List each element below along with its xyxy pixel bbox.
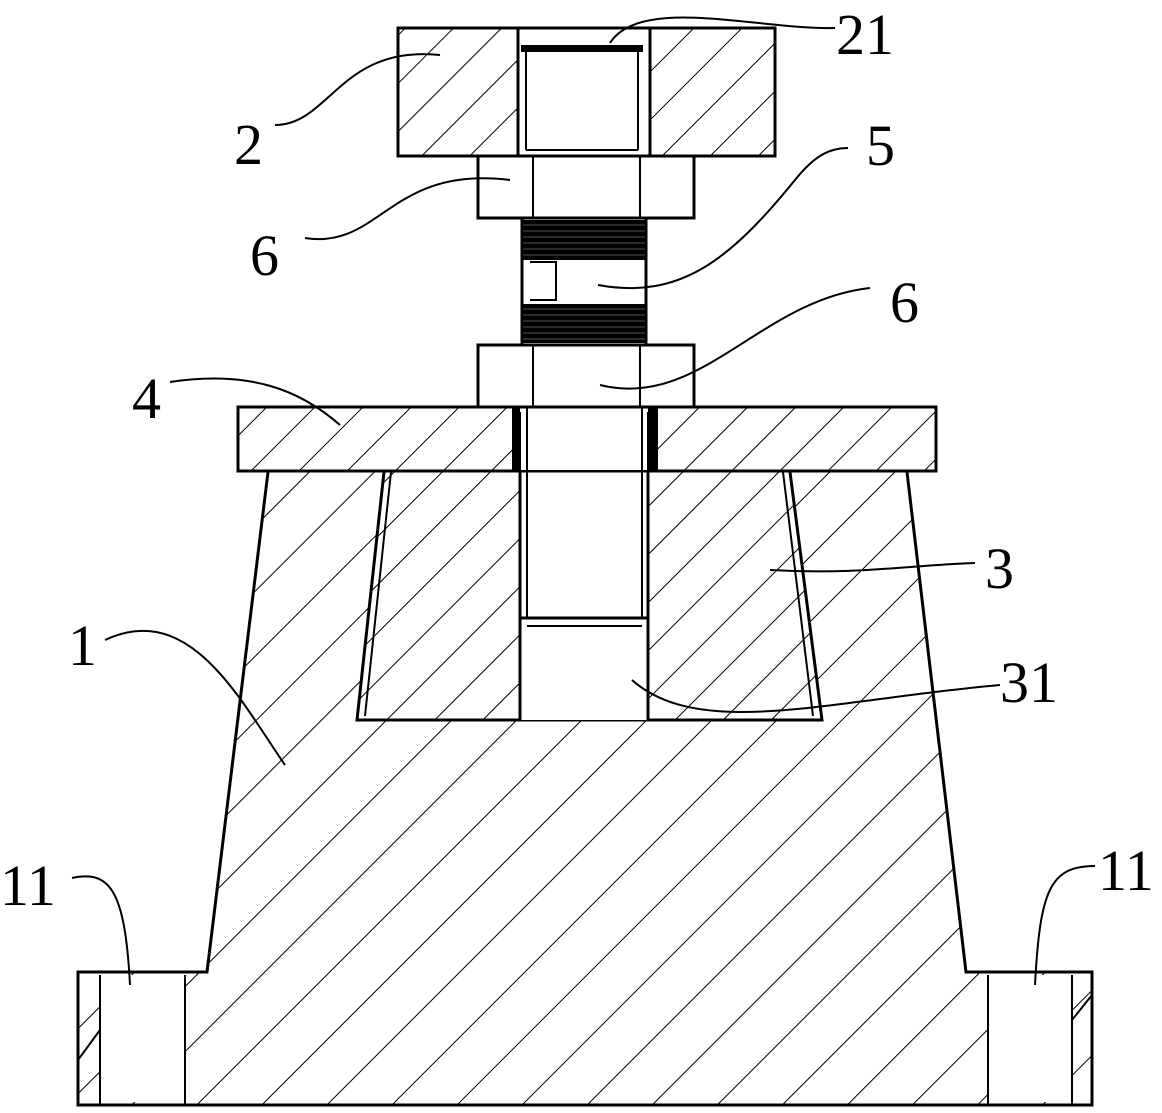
leader-6-upper bbox=[304, 177, 511, 241]
mounting-hole-right bbox=[987, 975, 1093, 1105]
label-6-upper: 6 bbox=[250, 223, 279, 288]
plate bbox=[236, 405, 938, 473]
plate-hatched-region bbox=[238, 407, 936, 471]
mounting-hole-left bbox=[77, 975, 186, 1105]
leader-1 bbox=[104, 629, 286, 766]
label-31: 31 bbox=[1000, 650, 1058, 715]
label-4: 4 bbox=[132, 366, 161, 431]
label-21: 21 bbox=[836, 2, 894, 67]
leader-2 bbox=[274, 53, 441, 126]
leader-31 bbox=[631, 679, 1001, 713]
label-2: 2 bbox=[234, 112, 263, 177]
label-3: 3 bbox=[985, 536, 1014, 601]
leader-4 bbox=[169, 377, 341, 426]
threaded-stud bbox=[520, 216, 648, 347]
base-body-hatched-region bbox=[78, 472, 1092, 1105]
tapered-insert-hatched-region bbox=[357, 472, 822, 720]
lower-nut bbox=[476, 343, 696, 409]
label-5: 5 bbox=[866, 113, 895, 178]
upper-nut bbox=[476, 154, 696, 220]
label-6-lower: 6 bbox=[890, 270, 919, 335]
top-head-hatched-region bbox=[398, 28, 775, 156]
label-1: 1 bbox=[68, 613, 97, 678]
leader-3 bbox=[769, 562, 976, 573]
leader-6-lower bbox=[599, 287, 871, 390]
base-body-outline bbox=[76, 471, 1094, 1107]
reference-labels: 21 2 5 6 6 4 3 1 31 11 11 bbox=[0, 2, 1154, 918]
top-head bbox=[396, 26, 777, 158]
leader-21 bbox=[609, 16, 836, 44]
leader-11-right bbox=[1034, 865, 1096, 986]
leader-5 bbox=[597, 147, 849, 290]
label-11-right: 11 bbox=[1098, 838, 1154, 903]
leader-11-left bbox=[71, 875, 131, 986]
label-11-left: 11 bbox=[0, 853, 56, 918]
base-body bbox=[76, 471, 1094, 1107]
leader-lines bbox=[71, 16, 1096, 986]
